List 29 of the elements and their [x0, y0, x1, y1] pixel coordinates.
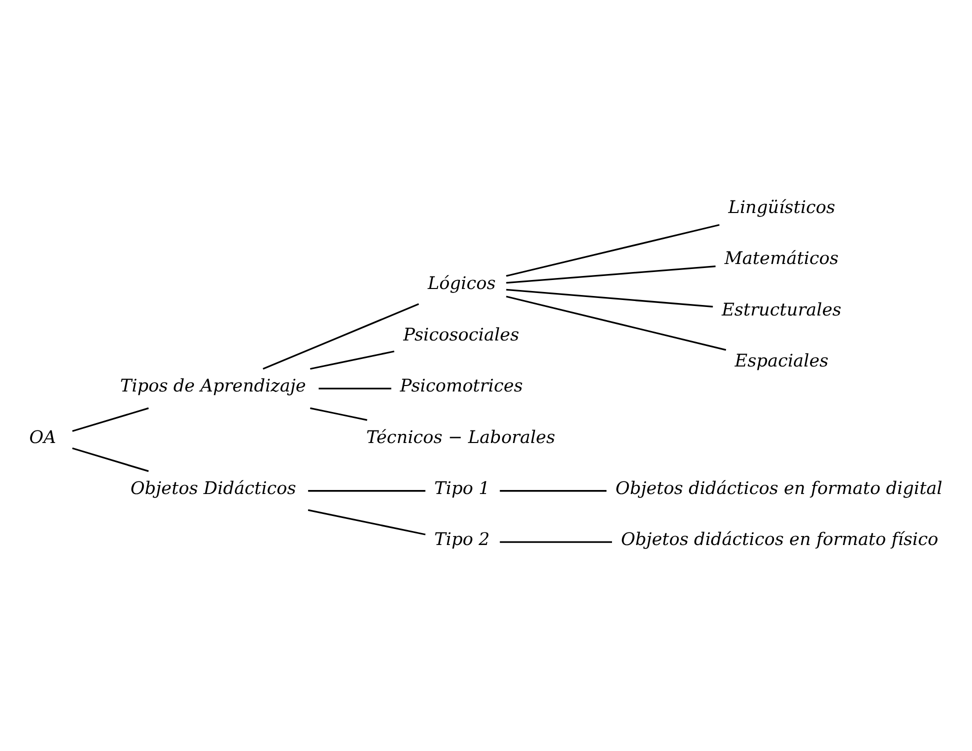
- connector: [500, 490, 606, 492]
- connector: [318, 387, 392, 389]
- connector: [72, 446, 149, 472]
- node-text: Tipos de Aprendizaje: [120, 376, 306, 396]
- node-text: Psicomotrices: [400, 376, 523, 396]
- connector: [308, 508, 426, 535]
- connector: [506, 288, 713, 307]
- connector: [310, 406, 368, 420]
- connector: [72, 406, 149, 432]
- node-text: Objetos didácticos en formato digital: [616, 478, 942, 498]
- connector: [310, 350, 394, 370]
- node-text: Objetos Didácticos: [130, 478, 296, 498]
- node-text: Matemáticos: [724, 248, 839, 269]
- connector: [506, 295, 726, 350]
- node-text: Objetos didácticos en formato físico: [621, 530, 938, 550]
- node-text: Espaciales: [734, 351, 828, 372]
- node-text: Psicosociales: [403, 324, 520, 345]
- connector: [262, 302, 420, 370]
- connector: [308, 490, 426, 492]
- node-text: Estructurales: [722, 300, 842, 320]
- node-text: Lingüísticos: [728, 198, 836, 218]
- connector: [506, 224, 720, 276]
- node-text: Lógicos: [428, 274, 496, 294]
- node-text: Tipo 2: [434, 530, 490, 550]
- connector: [506, 265, 716, 284]
- connector: [500, 540, 612, 542]
- node-text: Técnicos − Laborales: [366, 427, 556, 448]
- node-text: Tipo 1: [434, 478, 490, 498]
- node-text: OA: [29, 427, 56, 448]
